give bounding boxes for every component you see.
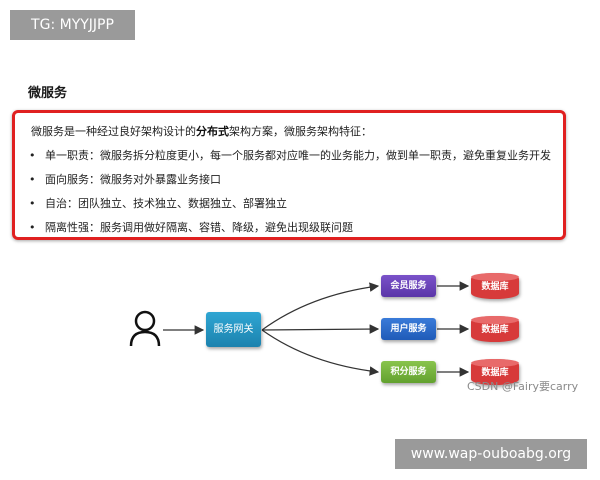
database-label: 数据库 [481, 325, 509, 335]
bullet-text: 面向服务：微服务对外暴露业务接口 [45, 173, 221, 186]
bullet-text: 隔离性强：服务调用做好隔离、容错、降级，避免出现级联问题 [45, 221, 353, 234]
feature-list: • 单一职责：微服务拆分粒度更小，每一个服务都对应唯一的业务能力，做到单一职责，… [15, 147, 551, 243]
list-item: • 自治：团队独立、技术独立、数据独立、部署独立 [15, 195, 551, 219]
tg-watermark-badge: TG: MYYJJPP [10, 10, 135, 40]
intro-before: 微服务是一种经过良好架构设计的 [31, 125, 196, 138]
intro-text: 微服务是一种经过良好架构设计的分布式架构方案，微服务架构特征： [31, 123, 372, 139]
diagram-connectors [129, 281, 470, 377]
bullet-dot: • [29, 149, 36, 162]
architecture-diagram: 服务网关 会员服务 用户服务 积分服务 数据库 数据库 数据库 [0, 260, 600, 410]
member-service-node: 会员服务 [381, 275, 436, 297]
intro-after: 架构方案，微服务架构特征： [229, 125, 372, 138]
database-label: 数据库 [481, 368, 509, 378]
url-watermark-badge: www.wap-ouboabg.org [395, 439, 587, 469]
bullet-text: 单一职责：微服务拆分粒度更小，每一个服务都对应唯一的业务能力，做到单一职责，避免… [45, 149, 551, 162]
points-service-node: 积分服务 [381, 361, 436, 383]
gateway-node: 服务网关 [206, 312, 261, 347]
list-item: • 面向服务：微服务对外暴露业务接口 [15, 171, 551, 195]
list-item: • 单一职责：微服务拆分粒度更小，每一个服务都对应唯一的业务能力，做到单一职责，… [15, 147, 551, 171]
database-node: 数据库 [471, 273, 519, 299]
bullet-dot: • [29, 173, 36, 186]
user-service-node: 用户服务 [381, 318, 436, 340]
database-node: 数据库 [471, 359, 519, 385]
arrow-gateway-to-user [261, 324, 380, 334]
section-title: 微服务 [28, 86, 68, 101]
arrow-gateway-to-member [261, 282, 380, 331]
highlight-box: 微服务是一种经过良好架构设计的分布式架构方案，微服务架构特征： • 单一职责：微… [12, 110, 566, 240]
csdn-watermark: CSDN @Fairy要carry [467, 380, 579, 393]
bullet-dot: • [29, 197, 36, 210]
arrow-gateway-to-points [261, 329, 380, 376]
list-item: • 隔离性强：服务调用做好隔离、容错、降级，避免出现级联问题 [15, 219, 551, 243]
intro-bold: 分布式 [196, 125, 229, 138]
bullet-dot: • [29, 221, 36, 234]
database-node: 数据库 [471, 316, 519, 342]
database-label: 数据库 [481, 282, 509, 292]
user-icon [129, 310, 161, 347]
bullet-text: 自治：团队独立、技术独立、数据独立、部署独立 [45, 197, 287, 210]
